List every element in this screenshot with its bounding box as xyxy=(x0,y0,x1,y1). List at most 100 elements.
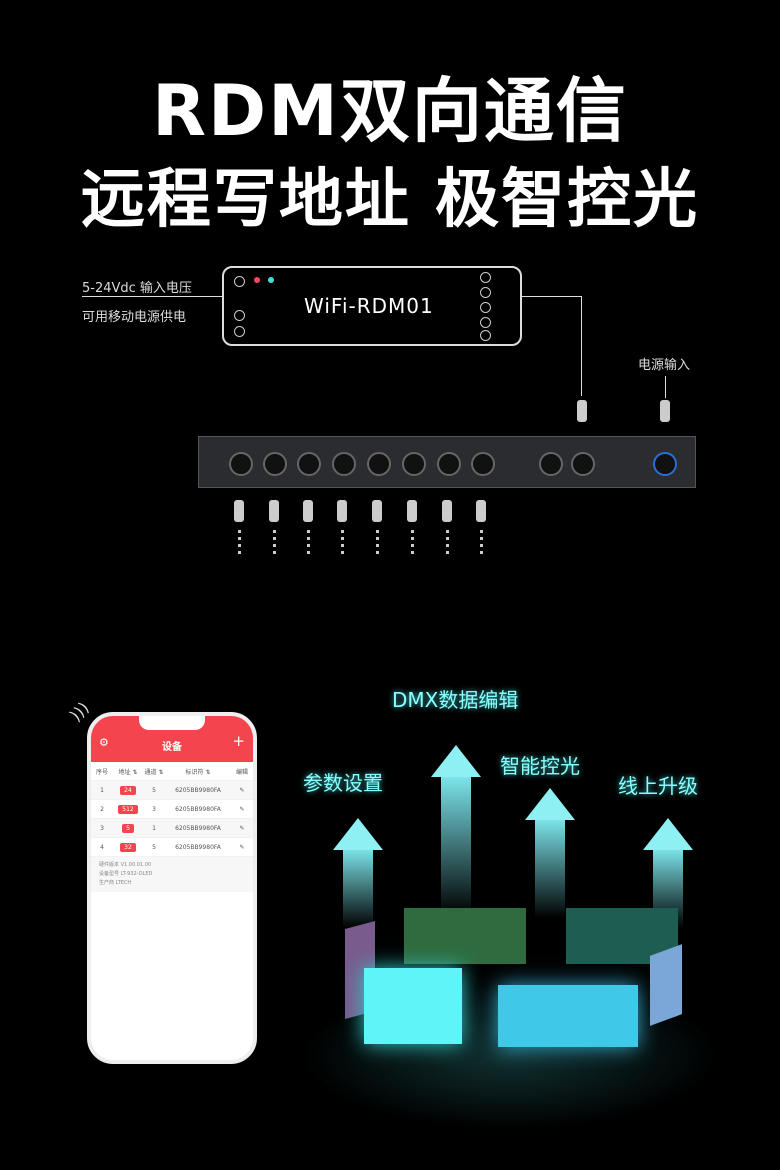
xlr-input-port xyxy=(571,452,595,476)
hw-value: V1.00.01.00 xyxy=(120,862,152,868)
dmx-wire xyxy=(522,296,582,396)
arrow-up-icon xyxy=(333,818,383,928)
ring-panel xyxy=(404,908,526,964)
edit-icon[interactable]: ✎ xyxy=(239,805,245,813)
power-input-wire xyxy=(665,376,666,398)
xlr-plug-icon xyxy=(269,500,279,522)
edit-icon[interactable]: ✎ xyxy=(239,786,245,794)
gear-icon[interactable]: ⚙ xyxy=(99,736,109,749)
row-no: 1 xyxy=(100,786,104,794)
plus-icon[interactable]: + xyxy=(232,732,245,750)
maker-value: LTECH xyxy=(115,880,132,886)
xlr-plug-icon xyxy=(577,400,587,422)
power-input-label: 电源输入 xyxy=(638,358,691,373)
edit-icon[interactable]: ✎ xyxy=(239,843,245,851)
chain-dots xyxy=(273,530,276,556)
row-id: 6205BB9980FA xyxy=(175,786,221,794)
device-info: 硬件版本 V1.00.01.00 设备型号 LT-932-OLED 生产商 LT… xyxy=(91,857,253,892)
xlr-plug-icon xyxy=(234,500,244,522)
phone-title: 设备 xyxy=(162,742,182,753)
model-label: 设备型号 xyxy=(99,871,120,877)
xlr-output-port xyxy=(539,452,563,476)
chain-dots xyxy=(341,530,344,556)
xlr-output-port xyxy=(229,452,253,476)
arrow-up-icon xyxy=(525,788,575,918)
xlr-plug-icon xyxy=(337,500,347,522)
wifi-icon: ))) xyxy=(66,698,93,725)
row-channel: 5 xyxy=(152,786,156,794)
port-icon xyxy=(234,326,245,337)
xlr-plug-icon xyxy=(303,500,313,522)
hw-label: 硬件版本 xyxy=(99,862,120,868)
xlr-plug-icon xyxy=(407,500,417,522)
col-header[interactable]: 通道 ⇅ xyxy=(144,768,164,776)
input-voltage-label: 5-24Vdc 输入电压 xyxy=(82,281,192,296)
powercon-port xyxy=(653,452,677,476)
row-no: 2 xyxy=(100,805,104,813)
led-red-icon xyxy=(254,277,260,283)
address-badge[interactable]: 32 xyxy=(120,842,136,852)
feature-ota: 线上升级 xyxy=(618,774,698,798)
row-channel: 1 xyxy=(152,824,156,832)
xlr-output-port xyxy=(297,452,321,476)
port-icon xyxy=(480,272,491,283)
port-icon xyxy=(480,302,491,313)
dmx-splitter-device xyxy=(198,436,696,488)
xlr-output-port xyxy=(332,452,356,476)
power-bank-label: 可用移动电源供电 xyxy=(82,310,187,325)
xlr-output-port xyxy=(471,452,495,476)
address-badge[interactable]: 512 xyxy=(118,804,138,814)
address-badge[interactable]: 5 xyxy=(122,823,134,833)
led-cyan-icon xyxy=(268,277,274,283)
port-icon xyxy=(480,317,491,328)
port-icon xyxy=(480,287,491,298)
xlr-output-port xyxy=(402,452,426,476)
table-row[interactable]: 2 512 3 6205BB9980FA ✎ xyxy=(91,800,253,819)
chain-dots xyxy=(446,530,449,556)
controller-name: WiFi-RDM01 xyxy=(304,294,434,318)
xlr-plug-icon xyxy=(372,500,382,522)
power-plug-icon xyxy=(660,400,670,422)
button-icon xyxy=(234,276,245,287)
port-icon xyxy=(480,330,491,341)
xlr-plug-icon xyxy=(476,500,486,522)
edit-icon[interactable]: ✎ xyxy=(239,824,245,832)
col-header: 序号 xyxy=(95,768,108,776)
row-no: 3 xyxy=(100,824,104,832)
wifi-rdm01-controller: WiFi-RDM01 xyxy=(222,266,522,346)
port-icon xyxy=(234,310,245,321)
maker-label: 生产商 xyxy=(99,880,115,886)
ring-panel xyxy=(364,968,462,1044)
feature-smart-light: 智能控光 xyxy=(500,754,580,778)
table-row[interactable]: 1 24 5 6205BB9980FA ✎ xyxy=(91,781,253,800)
col-header[interactable]: 地址 ⇅ xyxy=(118,768,138,776)
row-channel: 3 xyxy=(152,805,156,813)
xlr-output-port xyxy=(263,452,287,476)
chain-dots xyxy=(480,530,483,556)
ring-panel xyxy=(650,944,682,1026)
row-id: 6205BB9980FA xyxy=(175,805,221,813)
power-wire xyxy=(82,296,222,297)
chain-dots xyxy=(411,530,414,556)
ring-panel xyxy=(498,985,638,1047)
row-no: 4 xyxy=(100,843,104,851)
table-header: 序号 地址 ⇅ 通道 ⇅ 标识符 ⇅ 编辑 xyxy=(91,762,253,781)
table-row[interactable]: 3 5 1 6205BB9980FA ✎ xyxy=(91,819,253,838)
row-id: 6205BB9980FA xyxy=(175,824,221,832)
chain-dots xyxy=(376,530,379,556)
model-value: LT-932-OLED xyxy=(120,871,153,877)
arrow-up-icon xyxy=(431,745,481,915)
row-channel: 5 xyxy=(152,843,156,851)
table-row[interactable]: 4 32 5 6205BB9980FA ✎ xyxy=(91,838,253,857)
xlr-output-port xyxy=(437,452,461,476)
feature-dmx-edit: DMX数据编辑 xyxy=(392,688,519,712)
xlr-output-port xyxy=(367,452,391,476)
address-badge[interactable]: 24 xyxy=(120,785,136,795)
col-header[interactable]: 标识符 ⇅ xyxy=(185,768,211,776)
feature-params: 参数设置 xyxy=(303,771,383,795)
row-id: 6205BB9980FA xyxy=(175,843,221,851)
chain-dots xyxy=(238,530,241,556)
chain-dots xyxy=(307,530,310,556)
col-header: 编辑 xyxy=(235,768,248,776)
